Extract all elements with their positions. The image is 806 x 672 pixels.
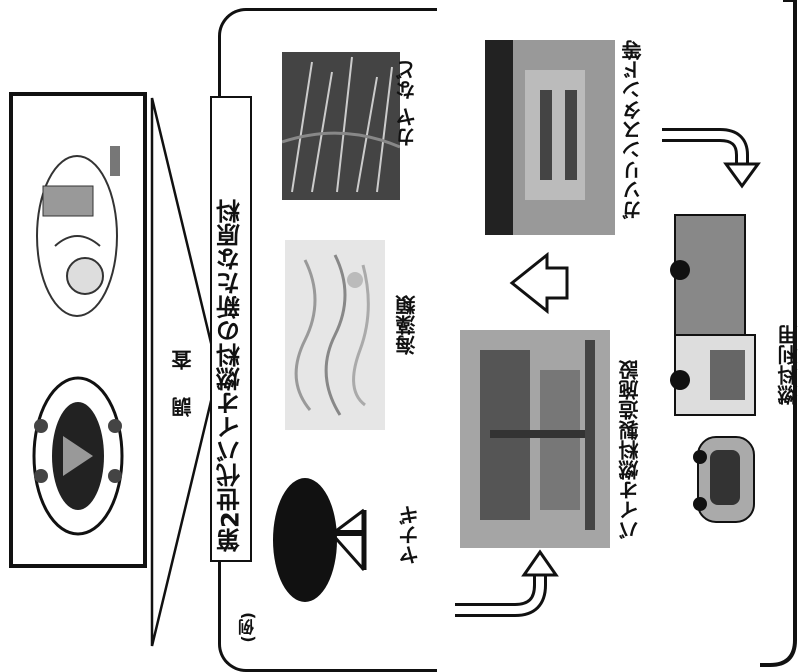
- willow-tree-icon: [270, 470, 380, 610]
- survey-panel: [9, 92, 147, 568]
- truck-icon: [665, 210, 765, 420]
- materials-title-bar: [210, 96, 252, 562]
- car-icon: [690, 432, 762, 527]
- gas-station-image: [485, 40, 615, 235]
- ship-icon: [23, 366, 133, 546]
- factory-image: [460, 330, 610, 548]
- seaweed-icon: [285, 240, 385, 430]
- researcher-icon: [25, 126, 130, 336]
- grass-icon: [282, 52, 400, 200]
